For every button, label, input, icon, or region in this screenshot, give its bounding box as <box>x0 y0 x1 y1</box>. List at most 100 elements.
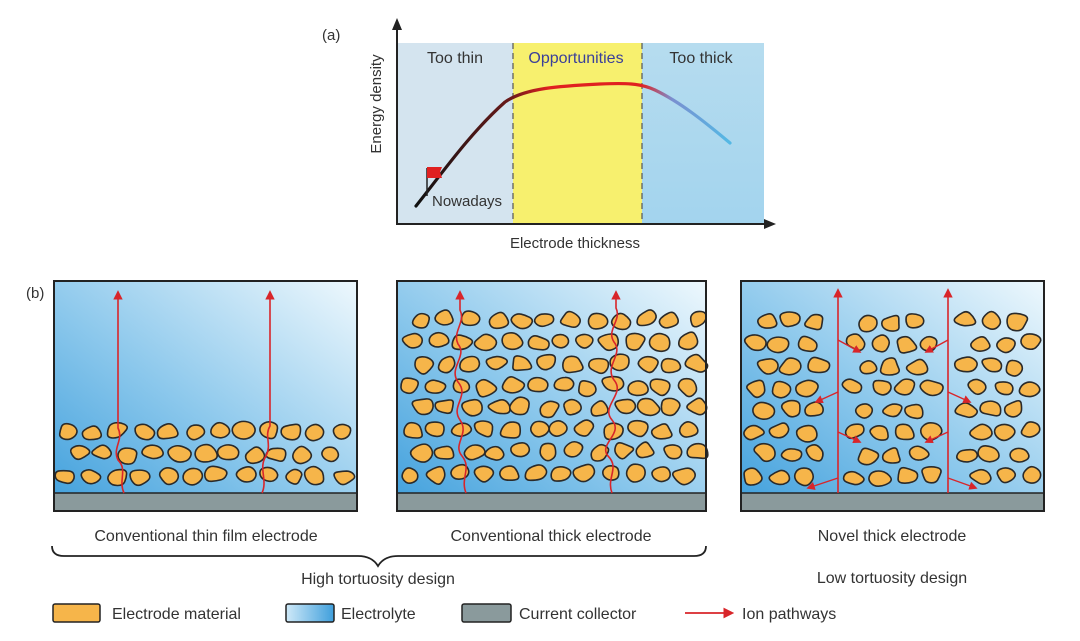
electrode-particle <box>1018 381 1041 398</box>
electrode-material-particles <box>400 309 709 486</box>
electrode-particle <box>1020 333 1042 351</box>
electrode-particle <box>869 425 889 441</box>
electrode-particle <box>953 356 978 373</box>
region-opportunities <box>513 43 642 223</box>
electrode-particle <box>235 466 257 483</box>
electrode-particle <box>203 465 228 483</box>
electrode-particle <box>857 447 880 466</box>
electrode-particle <box>601 465 620 481</box>
panel-a: (a) Too thin Opportunities Too thick Ene… <box>322 18 776 252</box>
region-label-too-thin: Too thin <box>427 50 483 67</box>
electrode-particle <box>627 380 649 397</box>
electrode-particle <box>280 423 302 441</box>
electrode-particle <box>1022 465 1042 484</box>
electrode-particle <box>167 444 192 463</box>
electrode-particle <box>660 357 682 374</box>
panel-a-tag: (a) <box>322 27 340 44</box>
electrode-particle <box>905 313 925 329</box>
electrode-particle <box>216 444 240 461</box>
electrode-particle <box>979 400 1002 417</box>
electrode-particle <box>1020 421 1041 438</box>
electrode-particle <box>967 378 987 396</box>
electrode-particle <box>597 333 620 352</box>
electrode-particle <box>684 353 709 373</box>
electrode-particle <box>969 468 992 485</box>
electrode-particle <box>117 447 138 465</box>
electrode-particle <box>265 447 287 463</box>
electrode-particle <box>804 401 824 417</box>
electrode-particle <box>678 420 699 438</box>
electrode-particle <box>285 468 303 485</box>
electrode-particle <box>743 424 765 441</box>
electrode-particle <box>771 380 792 399</box>
electrode-particle <box>868 470 893 487</box>
electrode-particle <box>746 379 766 399</box>
marker-label: Nowadays <box>432 193 502 210</box>
group-label-low-tortuosity: Low tortuosity design <box>817 570 967 587</box>
electrode-particle <box>996 337 1016 354</box>
electrode-particle <box>539 442 557 462</box>
electrode-particle <box>485 355 509 371</box>
electrode-particle <box>473 333 498 352</box>
electrode-particle <box>896 335 918 354</box>
electrode-particle <box>904 403 924 420</box>
electrode-particle <box>797 335 818 353</box>
electrode-particle <box>400 377 419 395</box>
electrode-particle <box>908 445 930 461</box>
electrode-particle <box>91 444 113 460</box>
electrode-particle <box>637 355 659 374</box>
caption-novel-thick: Novel thick electrode <box>818 528 967 545</box>
electrode-particle <box>433 445 455 460</box>
novel-electrode-diagram <box>740 280 1045 512</box>
electrode-particle <box>780 399 801 418</box>
electrode-particle <box>434 399 455 415</box>
electrode-particle <box>424 421 445 438</box>
group-label-high-tortuosity: High tortuosity design <box>301 571 455 588</box>
electrode-particle <box>533 313 555 328</box>
electrode-particle <box>854 403 874 419</box>
electrode-particle <box>182 467 204 486</box>
x-axis-arrow <box>764 219 776 229</box>
electrode-particle <box>956 448 979 463</box>
electrode-particle <box>536 353 557 371</box>
electrode-particle <box>970 336 991 353</box>
electrode-particle <box>778 357 802 376</box>
electrode-particle <box>459 355 481 373</box>
electrode-particle <box>1005 359 1024 377</box>
electrode-particle <box>129 469 151 487</box>
electrode-particle <box>841 378 863 394</box>
diagram-frame <box>53 280 358 512</box>
electrode-particle <box>954 402 979 419</box>
electrode-particle <box>780 448 803 462</box>
electrode-particle <box>572 463 596 483</box>
electrode-particle <box>981 310 1002 330</box>
thick-electrode-diagram <box>396 280 709 512</box>
electrode-particle <box>488 311 510 330</box>
ion-branch-arrows <box>806 339 978 490</box>
electrode-material-particles <box>54 420 356 487</box>
electrode-particle <box>424 379 447 394</box>
panel-b-tag: (b) <box>26 285 44 302</box>
electrode-particle <box>590 400 609 417</box>
electrode-particle <box>244 446 266 465</box>
electrode-particle <box>614 442 635 460</box>
electrode-particle <box>510 313 534 330</box>
electrode-particle <box>677 377 698 398</box>
electrode-particle <box>871 334 891 353</box>
electrode-particle <box>292 445 313 465</box>
electrode-particle <box>539 400 560 419</box>
electrode-particle <box>80 469 102 485</box>
electrode-particle <box>625 332 646 351</box>
electrode-particle <box>807 356 831 374</box>
electrode-particle <box>186 424 206 441</box>
caption-conventional-thick: Conventional thick electrode <box>450 528 651 545</box>
legend: Electrode material Electrolyte Current c… <box>52 603 836 623</box>
electrode-particle <box>953 310 977 327</box>
electrode-particle <box>501 375 526 394</box>
electrode-particle <box>81 425 103 441</box>
electrode-particle <box>401 332 424 349</box>
electrode-particle <box>499 465 520 481</box>
electrode-particle <box>969 423 993 441</box>
electrode-particle <box>921 466 942 484</box>
